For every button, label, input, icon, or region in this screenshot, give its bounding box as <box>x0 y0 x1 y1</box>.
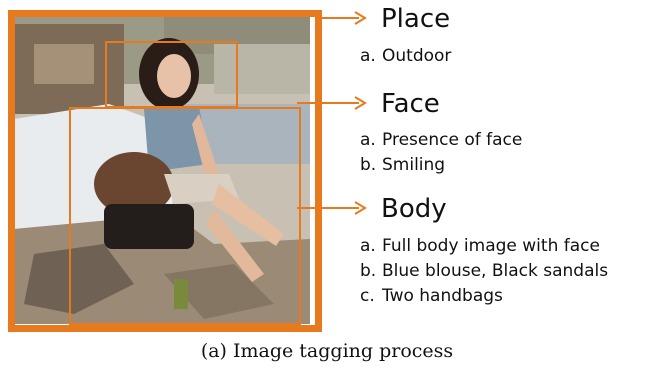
item-text: Smiling <box>382 155 446 175</box>
body-bounding-box <box>69 107 301 325</box>
tagged-photo <box>14 14 310 324</box>
face-tag-list: a. Presence of face b.Smiling <box>360 128 522 178</box>
place-bounding-box <box>8 10 322 332</box>
item-marker: a. <box>360 236 376 256</box>
face-heading: Face <box>381 89 440 119</box>
item-marker: a. <box>360 46 376 66</box>
image-tagging-figure: Place a. Outdoor Face a. Presence of face … <box>8 4 608 332</box>
list-item: c. Two handbags <box>360 284 608 309</box>
item-text: Blue blouse, Black sandals <box>382 261 609 281</box>
place-arrow-icon <box>315 11 367 25</box>
list-item: a. Presence of face <box>360 128 522 153</box>
figure-caption: (a) Image tagging process <box>200 340 454 362</box>
item-text: Two handbags <box>382 286 503 306</box>
face-arrow-icon <box>297 96 367 110</box>
item-text: Full body image with face <box>382 236 600 256</box>
list-item: b.Smiling <box>360 153 522 178</box>
item-marker: b. <box>360 155 377 175</box>
list-item: a. Full body image with face <box>360 234 608 259</box>
item-marker: c. <box>360 286 375 306</box>
place-tag-list: a. Outdoor <box>360 44 451 69</box>
face-bounding-box <box>105 41 238 108</box>
place-heading: Place <box>381 4 451 34</box>
body-arrow-icon <box>297 201 367 215</box>
list-item: b.Blue blouse, Black sandals <box>360 259 608 284</box>
item-text: Presence of face <box>382 130 523 150</box>
item-marker: b. <box>360 261 377 281</box>
body-heading: Body <box>381 194 447 224</box>
item-marker: a. <box>360 130 376 150</box>
body-tag-list: a. Full body image with face b.Blue blous… <box>360 234 608 309</box>
item-text: Outdoor <box>382 46 452 66</box>
list-item: a. Outdoor <box>360 44 451 69</box>
